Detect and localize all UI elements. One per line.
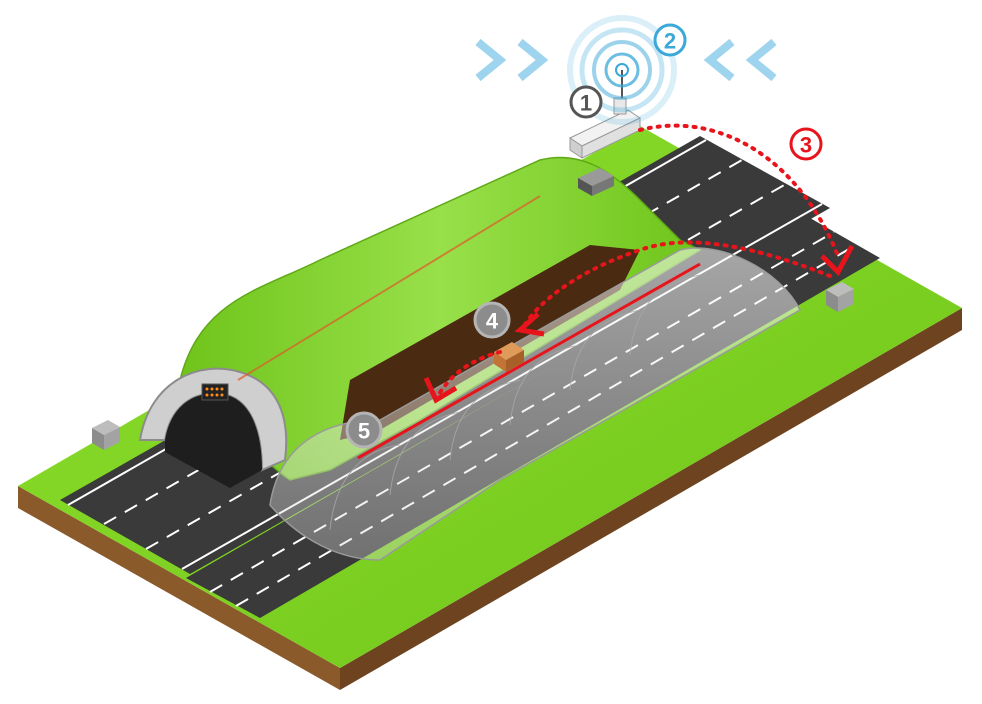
tunnel-opening bbox=[165, 393, 262, 488]
marker-1-label: 1 bbox=[580, 91, 592, 116]
control-station-icon bbox=[568, 97, 642, 159]
marker-2: 2 bbox=[653, 23, 687, 57]
red-cable-line-back bbox=[237, 195, 541, 381]
marker-3: 3 bbox=[789, 127, 823, 161]
tunnel-equipment-box bbox=[578, 168, 614, 196]
roadside-cabinet-right bbox=[826, 282, 854, 312]
roadside-cabinet-left bbox=[92, 420, 120, 450]
route-arrow-mid bbox=[514, 312, 545, 337]
marker-1: 1 bbox=[569, 85, 603, 119]
signal-chevrons-left bbox=[475, 38, 549, 82]
route-arrow-right bbox=[820, 244, 855, 277]
red-cable-line bbox=[357, 262, 701, 460]
dotted-route-down bbox=[436, 350, 502, 398]
marker-4: 4 bbox=[473, 301, 511, 339]
detector-box-icon bbox=[494, 342, 524, 372]
signal-chevrons-right bbox=[703, 38, 777, 82]
tunnel-led-dots bbox=[205, 387, 224, 397]
route-arrow-left bbox=[423, 376, 458, 404]
dotted-route-return bbox=[522, 240, 832, 328]
marker-4-label: 4 bbox=[486, 309, 499, 334]
dotted-route-arc bbox=[638, 123, 840, 258]
glass-tube bbox=[269, 247, 801, 561]
tunnel-cavity bbox=[340, 245, 640, 440]
ground-soil-left bbox=[18, 486, 340, 690]
marker-2-label: 2 bbox=[664, 29, 676, 54]
ground-soil-right bbox=[340, 308, 962, 690]
glass-tube-ribs bbox=[329, 274, 701, 531]
tunnel-led-sign bbox=[201, 383, 229, 401]
marker-3-label: 3 bbox=[800, 133, 812, 158]
wireless-signal-icon bbox=[567, 15, 677, 125]
marker-5: 5 bbox=[345, 411, 383, 449]
marker-5-label: 5 bbox=[358, 419, 370, 444]
